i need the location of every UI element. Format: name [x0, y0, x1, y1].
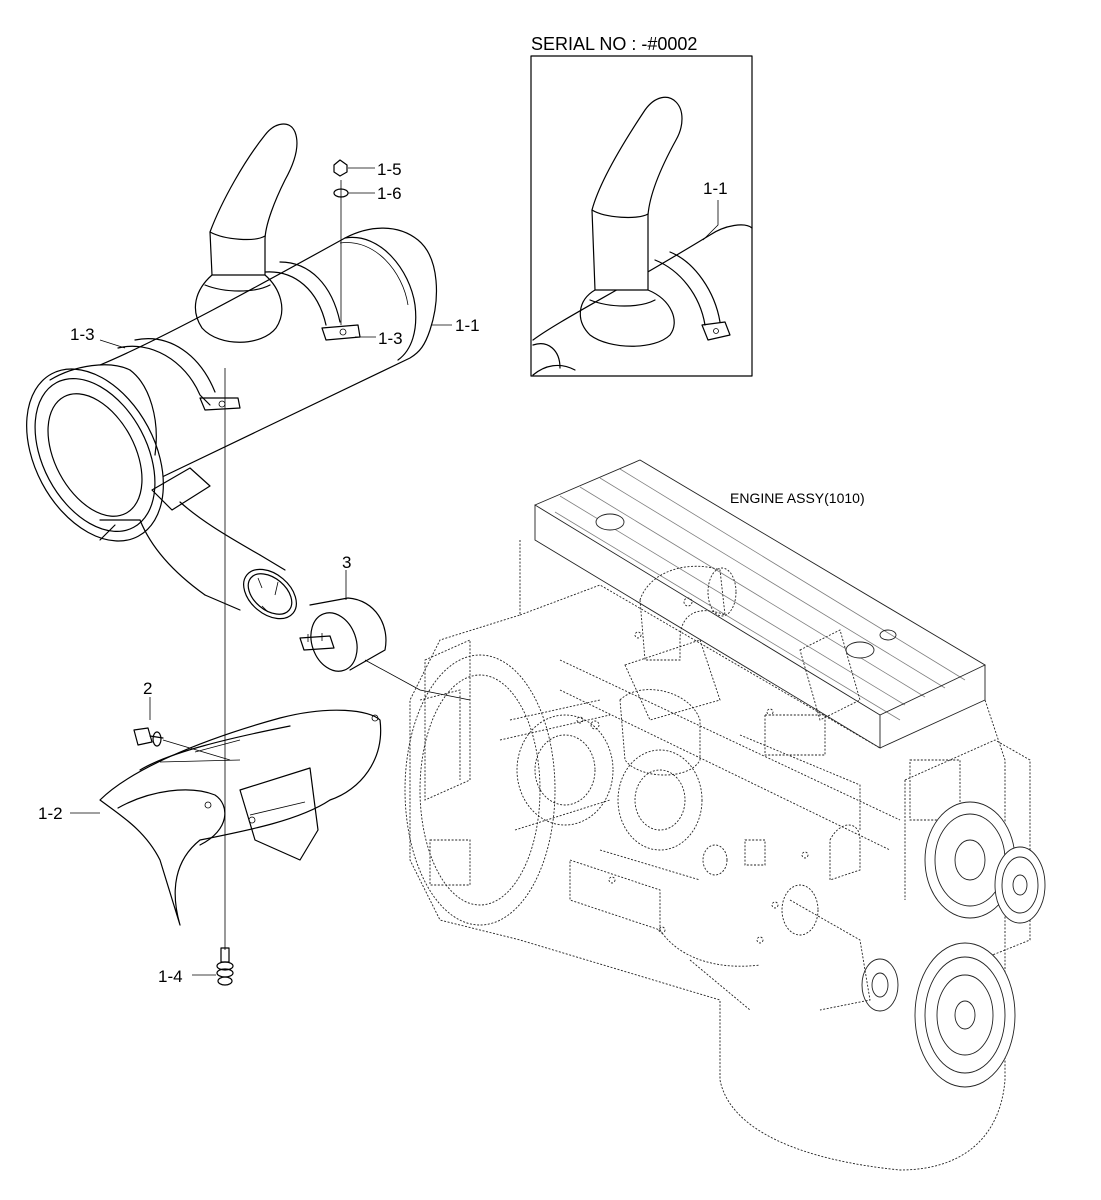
serial-inset: SERIAL NO : -#0002 1-1 — [530, 34, 753, 377]
callout-2: 2 — [143, 679, 152, 698]
callout-1-3-right: 1-3 — [378, 329, 403, 348]
callout-3: 3 — [342, 553, 351, 572]
callout-1-1-main: 1-1 — [455, 316, 480, 335]
clamp-3: 3 — [299, 553, 471, 701]
nut-1-5 — [333, 159, 348, 177]
bolt-2: 2 — [133, 679, 231, 761]
inset-frame — [530, 55, 753, 377]
muffler-assembly — [26, 123, 437, 620]
pulley-right — [994, 846, 1046, 924]
crank-pulley — [914, 942, 1016, 1088]
serial-label: SERIAL NO : -#0002 — [531, 34, 697, 54]
engine-assembly: ENGINE ASSY(1010) — [404, 459, 1046, 1171]
callout-1-5: 1-5 — [377, 160, 402, 179]
callout-1-6: 1-6 — [377, 184, 402, 203]
engine-label: ENGINE ASSY(1010) — [730, 490, 865, 506]
heat-shield: 1-2 — [38, 709, 382, 926]
mount-hardware: 1-5 1-6 1-4 — [158, 159, 402, 986]
callout-1-3-left: 1-3 — [70, 325, 95, 344]
callout-1-2: 1-2 — [38, 804, 63, 823]
callout-1-4: 1-4 — [158, 967, 183, 986]
callout-1-1-inset: 1-1 — [703, 179, 728, 198]
